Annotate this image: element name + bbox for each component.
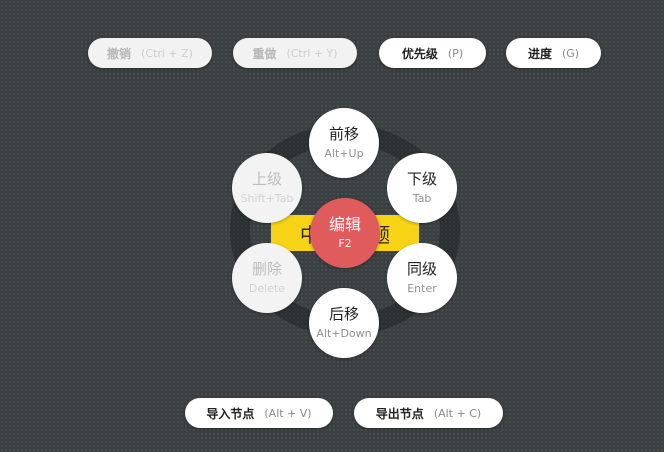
add-sibling-label: 同级	[406, 260, 437, 278]
move-down-button[interactable]: 后移 Alt+Down	[309, 288, 379, 358]
add-sibling-shortcut: Enter	[407, 282, 437, 295]
add-child-label: 下级	[406, 170, 437, 188]
move-up-button[interactable]: 前移 Alt+Up	[309, 108, 379, 178]
redo-shortcut: (Ctrl + Y)	[286, 46, 338, 60]
edit-button[interactable]: 编辑 F2	[310, 198, 380, 268]
undo-shortcut: (Ctrl + Z)	[141, 46, 193, 60]
undo-label: 撤销	[107, 46, 132, 61]
import-node-label: 导入节点	[206, 406, 255, 421]
add-child-shortcut: Tab	[412, 192, 432, 205]
import-node-button[interactable]: 导入节点 (Alt + V)	[185, 398, 333, 428]
redo-label: 重做	[252, 46, 277, 61]
priority-label: 优先级	[401, 46, 438, 61]
add-parent-button[interactable]: 上级 Shift+Tab	[232, 153, 302, 223]
priority-shortcut: (P)	[447, 46, 464, 60]
priority-button[interactable]: 优先级 (P)	[379, 38, 486, 68]
delete-button[interactable]: 删除 Delete	[232, 243, 302, 313]
move-up-shortcut: Alt+Up	[324, 147, 364, 160]
move-down-label: 后移	[328, 305, 359, 323]
delete-label: 删除	[251, 260, 282, 278]
edit-label: 编辑	[328, 215, 361, 234]
export-node-label: 导出节点	[375, 406, 424, 421]
add-sibling-button[interactable]: 同级 Enter	[387, 243, 457, 313]
delete-shortcut: Delete	[248, 282, 286, 295]
move-up-label: 前移	[328, 125, 359, 143]
progress-button[interactable]: 进度 (G)	[506, 38, 601, 68]
move-down-shortcut: Alt+Down	[316, 327, 372, 340]
add-parent-label: 上级	[251, 170, 282, 188]
import-node-shortcut: (Alt + V)	[264, 406, 312, 420]
progress-label: 进度	[527, 46, 552, 61]
add-child-button[interactable]: 下级 Tab	[387, 153, 457, 223]
export-node-shortcut: (Alt + C)	[433, 406, 482, 420]
undo-button[interactable]: 撤销 (Ctrl + Z)	[88, 38, 212, 68]
edit-shortcut: F2	[338, 237, 352, 250]
progress-shortcut: (G)	[561, 46, 580, 60]
export-node-button[interactable]: 导出节点 (Alt + C)	[354, 398, 503, 428]
add-parent-shortcut: Shift+Tab	[240, 192, 294, 205]
redo-button[interactable]: 重做 (Ctrl + Y)	[233, 38, 357, 68]
